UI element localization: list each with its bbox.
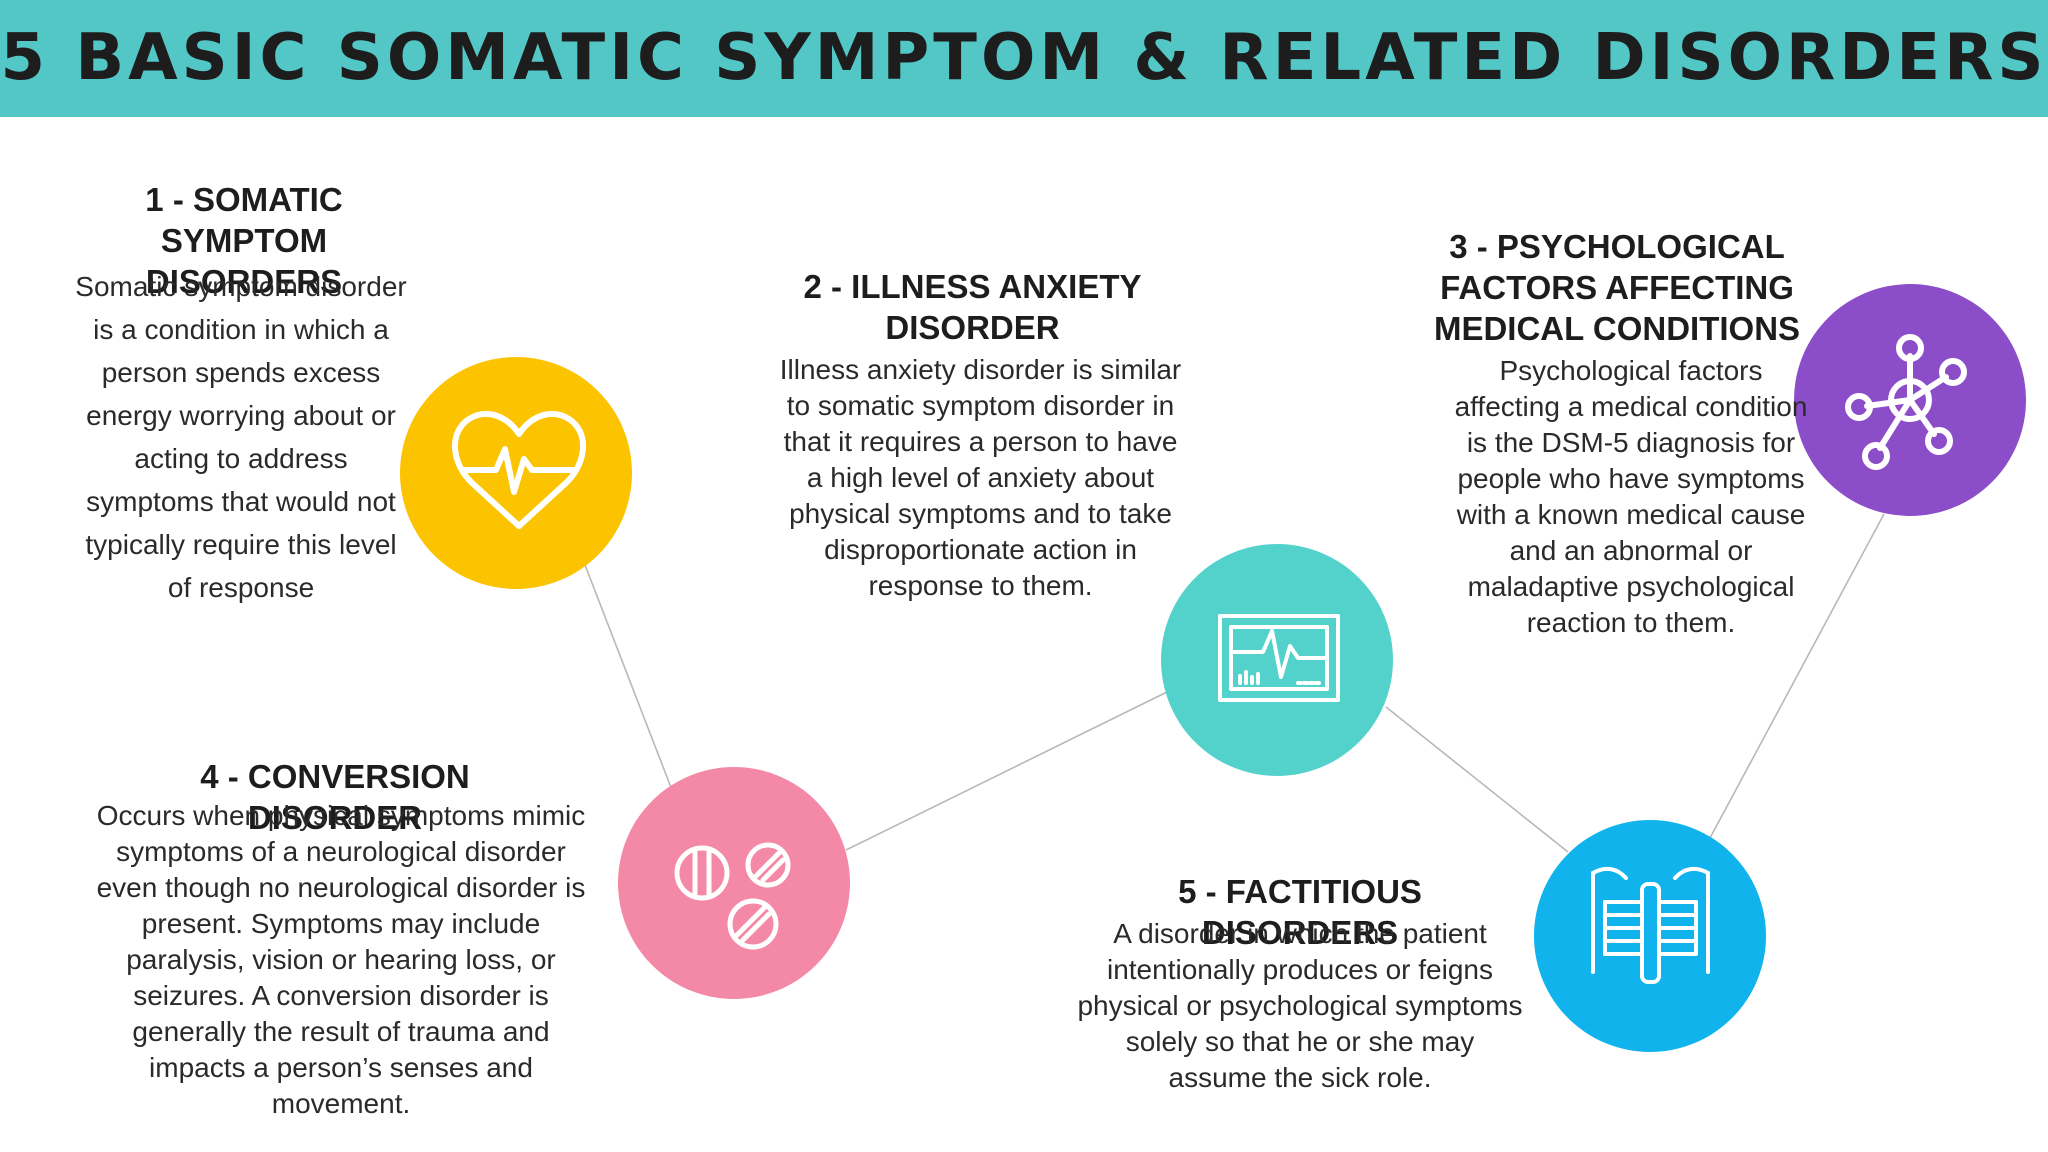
connector-1-4 xyxy=(584,564,673,791)
connector-4-2 xyxy=(845,691,1168,851)
disorder-2-heading: 2 - Illness Anxiety Disorder xyxy=(803,268,1142,346)
connectors xyxy=(584,513,1885,853)
disorder-5-description: A disorder in which the patient intentio… xyxy=(1077,918,1523,1093)
disorder-3-circle xyxy=(1794,284,2026,516)
disorder-3-heading: 3 - Psychological Factors Affecting Medi… xyxy=(1433,228,1801,347)
heart-pulse-icon xyxy=(452,411,586,529)
pills-icon xyxy=(674,842,791,950)
disorder-5-heading: 5 - Factitious Disorders xyxy=(1178,873,1422,951)
disorder-1-circle xyxy=(400,357,632,589)
disorder-4-circle xyxy=(618,767,850,999)
connector-2-5 xyxy=(1385,706,1569,853)
xray-ribcage-icon xyxy=(1591,866,1710,984)
disorder-4-heading: 4 - Conversion Disorder xyxy=(200,758,470,836)
disorder-1-heading: 1 - Somatic Symptom Disorders xyxy=(145,181,343,300)
disorder-5-circle xyxy=(1534,820,1766,1052)
page-title: 5 BASIC SOMATIC SYMPTOM & RELATED DISORD… xyxy=(0,21,2048,95)
connector-5-3 xyxy=(1709,513,1885,839)
disorder-4-description: Occurs when physical symptoms mimic symp… xyxy=(96,800,586,1119)
molecule-network-icon xyxy=(1845,334,1967,470)
disorder-2-description: Illness anxiety disorder is similar to s… xyxy=(779,354,1182,601)
heart-monitor-icon xyxy=(1218,614,1340,702)
title-bar xyxy=(0,0,2048,117)
disorder-3-description: Psychological factors affecting a medica… xyxy=(1454,355,1808,638)
disorder-1-description: Somatic symptom disorder is a condition … xyxy=(75,271,407,603)
disorder-2-circle xyxy=(1161,544,1393,776)
